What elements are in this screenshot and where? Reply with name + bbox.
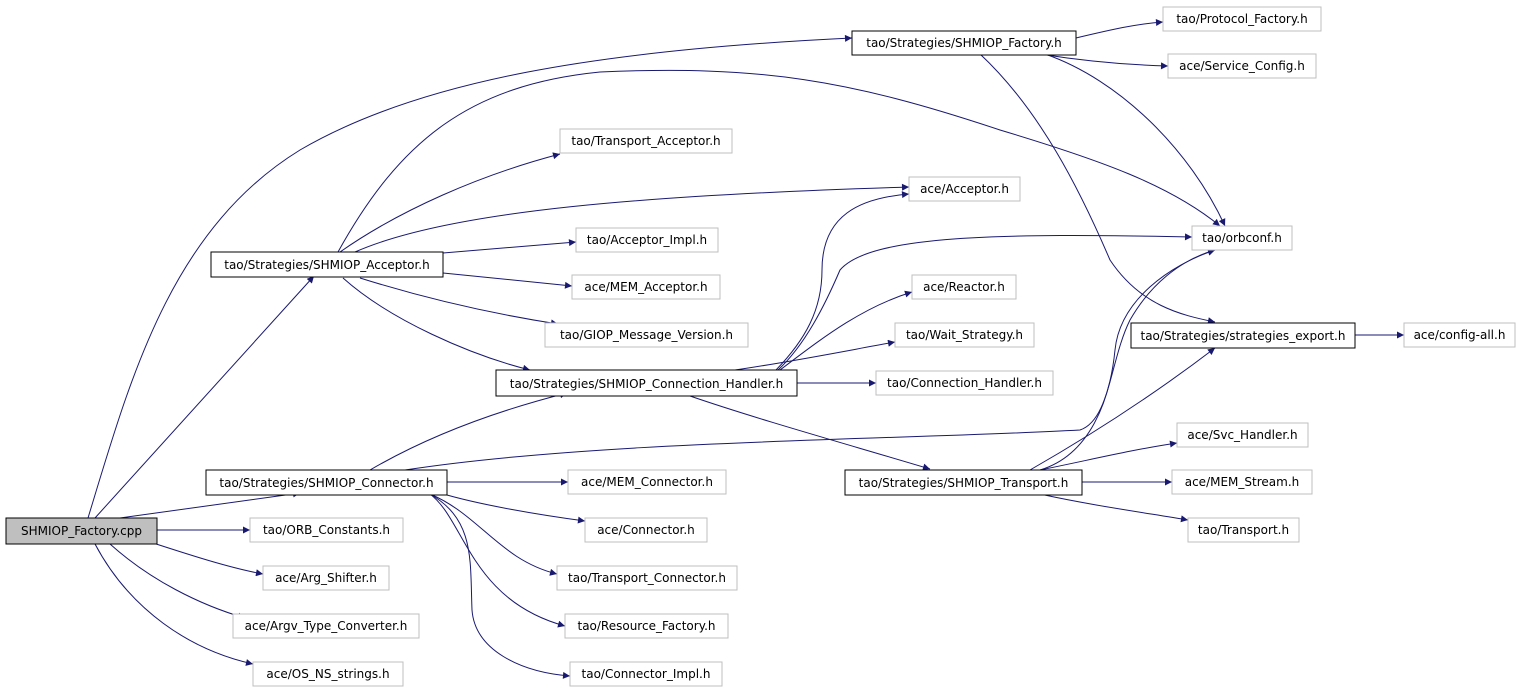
node-connection-handler-shmiop-label: tao/Strategies/SHMIOP_Connection_Handler… xyxy=(510,377,783,391)
node-ace-acceptor-label: ace/Acceptor.h xyxy=(920,182,1009,196)
node-reactor[interactable]: ace/Reactor.h xyxy=(911,274,1017,300)
edges xyxy=(87,19,1404,679)
edge-connector-to-resource-factory xyxy=(429,493,566,628)
node-transport-h[interactable]: tao/Transport.h xyxy=(1187,517,1300,543)
node-resource-factory[interactable]: tao/Resource_Factory.h xyxy=(564,613,729,639)
node-mem-acceptor[interactable]: ace/MEM_Acceptor.h xyxy=(571,274,721,300)
node-orbconf[interactable]: tao/orbconf.h xyxy=(1191,225,1293,251)
node-shmiop-acceptor[interactable]: tao/Strategies/SHMIOP_Acceptor.h xyxy=(210,251,444,278)
edge-transport-to-transport-h xyxy=(1039,493,1189,523)
node-ace-acceptor[interactable]: ace/Acceptor.h xyxy=(908,176,1021,202)
edge-connector-to-orbconf xyxy=(404,248,1216,471)
node-protocol-factory[interactable]: tao/Protocol_Factory.h xyxy=(1162,6,1322,32)
node-orb-constants-label: tao/ORB_Constants.h xyxy=(263,523,390,537)
node-shmiop-acceptor-label: tao/Strategies/SHMIOP_Acceptor.h xyxy=(224,258,429,272)
node-transport-connector[interactable]: tao/Transport_Connector.h xyxy=(556,565,738,591)
node-service-config[interactable]: ace/Service_Config.h xyxy=(1167,53,1317,79)
edge-acceptor-to-ace-acceptor xyxy=(354,183,910,253)
node-ace-connector[interactable]: ace/Connector.h xyxy=(584,517,708,543)
node-shmiop-factory-h-label: tao/Strategies/SHMIOP_Factory.h xyxy=(866,36,1062,50)
edge-transport-to-orbconf xyxy=(1039,248,1216,471)
node-shmiop-factory-h[interactable]: tao/Strategies/SHMIOP_Factory.h xyxy=(851,30,1077,56)
edge-connector-to-ace-connector xyxy=(439,492,586,524)
node-shmiop-connector[interactable]: tao/Strategies/SHMIOP_Connector.h xyxy=(205,469,448,496)
node-root-label: SHMIOP_Factory.cpp xyxy=(21,524,142,538)
edge-transport-to-svc-handler xyxy=(1039,440,1178,471)
edge-root-to-shmiop-factory-h xyxy=(87,34,853,519)
edge-connector-to-connector-impl xyxy=(429,493,571,679)
edge-root-to-shmiop-acceptor xyxy=(94,275,315,519)
edge-factory-h-to-protocol-factory xyxy=(1075,19,1164,39)
node-connector-impl[interactable]: tao/Connector_Impl.h xyxy=(569,661,723,687)
edge-factory-h-to-service-config xyxy=(1039,53,1169,70)
node-mem-stream-label: ace/MEM_Stream.h xyxy=(1185,475,1300,489)
node-strategies-export[interactable]: tao/Strategies/strategies_export.h xyxy=(1130,322,1356,349)
edge-conn-handler-to-transport xyxy=(689,395,931,471)
node-svc-handler-label: ace/Svc_Handler.h xyxy=(1187,428,1297,442)
edge-acceptor-to-acceptor-impl xyxy=(442,239,577,254)
node-wait-strategy[interactable]: tao/Wait_Strategy.h xyxy=(894,322,1035,348)
node-argv-type-converter[interactable]: ace/Argv_Type_Converter.h xyxy=(232,613,420,639)
edge-conn-handler-to-wait-strategy xyxy=(734,339,896,371)
node-os-ns-strings-label: ace/OS_NS_strings.h xyxy=(266,667,389,681)
node-config-all[interactable]: ace/config-all.h xyxy=(1403,322,1516,348)
node-giop-message-version[interactable]: tao/GIOP_Message_Version.h xyxy=(544,322,749,348)
node-mem-connector[interactable]: ace/MEM_Connector.h xyxy=(567,469,727,495)
edge-connector-to-transport-connector xyxy=(429,493,558,576)
node-resource-factory-label: tao/Resource_Factory.h xyxy=(577,619,715,633)
node-wait-strategy-label: tao/Wait_Strategy.h xyxy=(906,328,1023,342)
edge-root-to-shmiop-connector xyxy=(119,490,301,519)
nodes: SHMIOP_Factory.cpp tao/Strategies/SHMIOP… xyxy=(5,6,1516,687)
node-root[interactable]: SHMIOP_Factory.cpp xyxy=(5,517,158,545)
node-transport-connector-label: tao/Transport_Connector.h xyxy=(568,571,726,585)
edge-root-to-arg-shifter xyxy=(149,541,264,577)
edge-connector-to-connection-handler xyxy=(369,391,568,471)
node-giop-message-version-label: tao/GIOP_Message_Version.h xyxy=(560,328,733,342)
node-transport-acceptor[interactable]: tao/Transport_Acceptor.h xyxy=(559,128,733,154)
node-connection-handler[interactable]: tao/Connection_Handler.h xyxy=(875,370,1054,396)
node-shmiop-connector-label: tao/Strategies/SHMIOP_Connector.h xyxy=(219,476,433,490)
node-protocol-factory-label: tao/Protocol_Factory.h xyxy=(1176,12,1307,26)
node-orbconf-label: tao/orbconf.h xyxy=(1202,231,1282,245)
edge-transport-to-strategies-export xyxy=(1029,347,1216,471)
edge-conn-handler-to-orbconf xyxy=(777,233,1193,371)
node-connection-handler-shmiop[interactable]: tao/Strategies/SHMIOP_Connection_Handler… xyxy=(495,369,798,397)
edge-conn-handler-to-reactor xyxy=(779,290,913,371)
edge-acceptor-to-giop xyxy=(359,277,559,327)
node-connection-handler-label: tao/Connection_Handler.h xyxy=(887,376,1042,390)
node-transport-acceptor-label: tao/Transport_Acceptor.h xyxy=(571,134,720,148)
edge-root-to-argv-type-converter xyxy=(109,543,246,620)
node-os-ns-strings[interactable]: ace/OS_NS_strings.h xyxy=(252,661,404,687)
node-config-all-label: ace/config-all.h xyxy=(1414,328,1506,342)
node-argv-type-converter-label: ace/Argv_Type_Converter.h xyxy=(245,619,408,633)
edge-acceptor-to-mem-acceptor xyxy=(442,272,573,289)
node-shmiop-transport-label: tao/Strategies/SHMIOP_Transport.h xyxy=(859,476,1069,490)
node-connector-impl-label: tao/Connector_Impl.h xyxy=(582,667,711,681)
edge-conn-handler-to-ace-acceptor xyxy=(775,191,910,371)
node-arg-shifter-label: ace/Arg_Shifter.h xyxy=(275,571,377,585)
node-acceptor-impl[interactable]: tao/Acceptor_Impl.h xyxy=(575,227,719,253)
node-svc-handler[interactable]: ace/Svc_Handler.h xyxy=(1176,422,1309,448)
edge-acceptor-to-connection-handler xyxy=(342,277,531,372)
edge-acceptor-to-transport-acceptor xyxy=(339,152,561,253)
node-acceptor-impl-label: tao/Acceptor_Impl.h xyxy=(587,233,707,247)
node-reactor-label: ace/Reactor.h xyxy=(923,280,1005,294)
node-mem-stream[interactable]: ace/MEM_Stream.h xyxy=(1171,469,1313,495)
node-mem-connector-label: ace/MEM_Connector.h xyxy=(581,475,713,489)
node-orb-constants[interactable]: tao/ORB_Constants.h xyxy=(249,517,404,543)
node-ace-connector-label: ace/Connector.h xyxy=(597,523,695,537)
node-service-config-label: ace/Service_Config.h xyxy=(1179,59,1305,73)
node-strategies-export-label: tao/Strategies/strategies_export.h xyxy=(1141,329,1346,343)
node-transport-h-label: tao/Transport.h xyxy=(1198,523,1289,537)
edge-factory-h-to-strategies-export xyxy=(979,53,1216,325)
edge-root-to-os-ns-strings xyxy=(94,543,254,666)
node-mem-acceptor-label: ace/MEM_Acceptor.h xyxy=(584,280,707,294)
node-arg-shifter[interactable]: ace/Arg_Shifter.h xyxy=(262,565,390,591)
edge-acceptor-to-orbconf xyxy=(337,69,1221,253)
edge-factory-h-to-orbconf xyxy=(1044,53,1226,227)
node-shmiop-transport[interactable]: tao/Strategies/SHMIOP_Transport.h xyxy=(844,469,1083,496)
